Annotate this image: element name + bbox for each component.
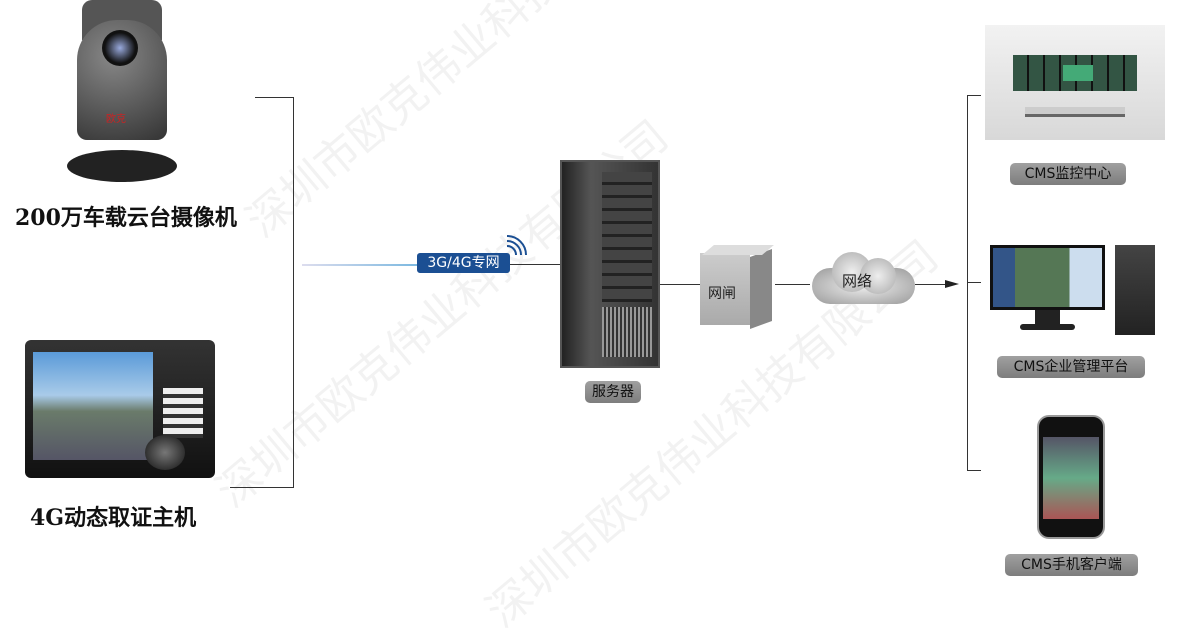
mobile-phone-image: [1037, 415, 1105, 539]
cloud-label: 网络: [842, 272, 873, 290]
wireless-signal-icon: [506, 235, 527, 256]
dvr-label: 4G动态取证主机: [30, 505, 197, 531]
camera-brand: 欧克: [106, 114, 126, 125]
platform-label: CMS企业管理平台: [997, 356, 1145, 378]
monitor-center-label: CMS监控中心: [1010, 163, 1126, 185]
mobile-label: CMS手机客户端: [1005, 554, 1138, 576]
network-badge: 3G/4G专网: [417, 253, 510, 273]
gateway-label: 网闸: [708, 286, 736, 302]
gateway-box: 网闸: [700, 245, 775, 335]
camera-label: 200万车载云台摄像机: [15, 205, 237, 231]
monitor-center-image: [985, 25, 1165, 140]
ptz-camera-image: 欧克: [62, 0, 182, 190]
platform-pc-image: [990, 245, 1155, 335]
dvr-device-image: [25, 340, 215, 478]
arrow-icon: [945, 280, 959, 288]
server-label: 服务器: [585, 381, 641, 403]
cloud-icon: 网络: [812, 250, 915, 305]
server-rack-image: [560, 160, 660, 368]
